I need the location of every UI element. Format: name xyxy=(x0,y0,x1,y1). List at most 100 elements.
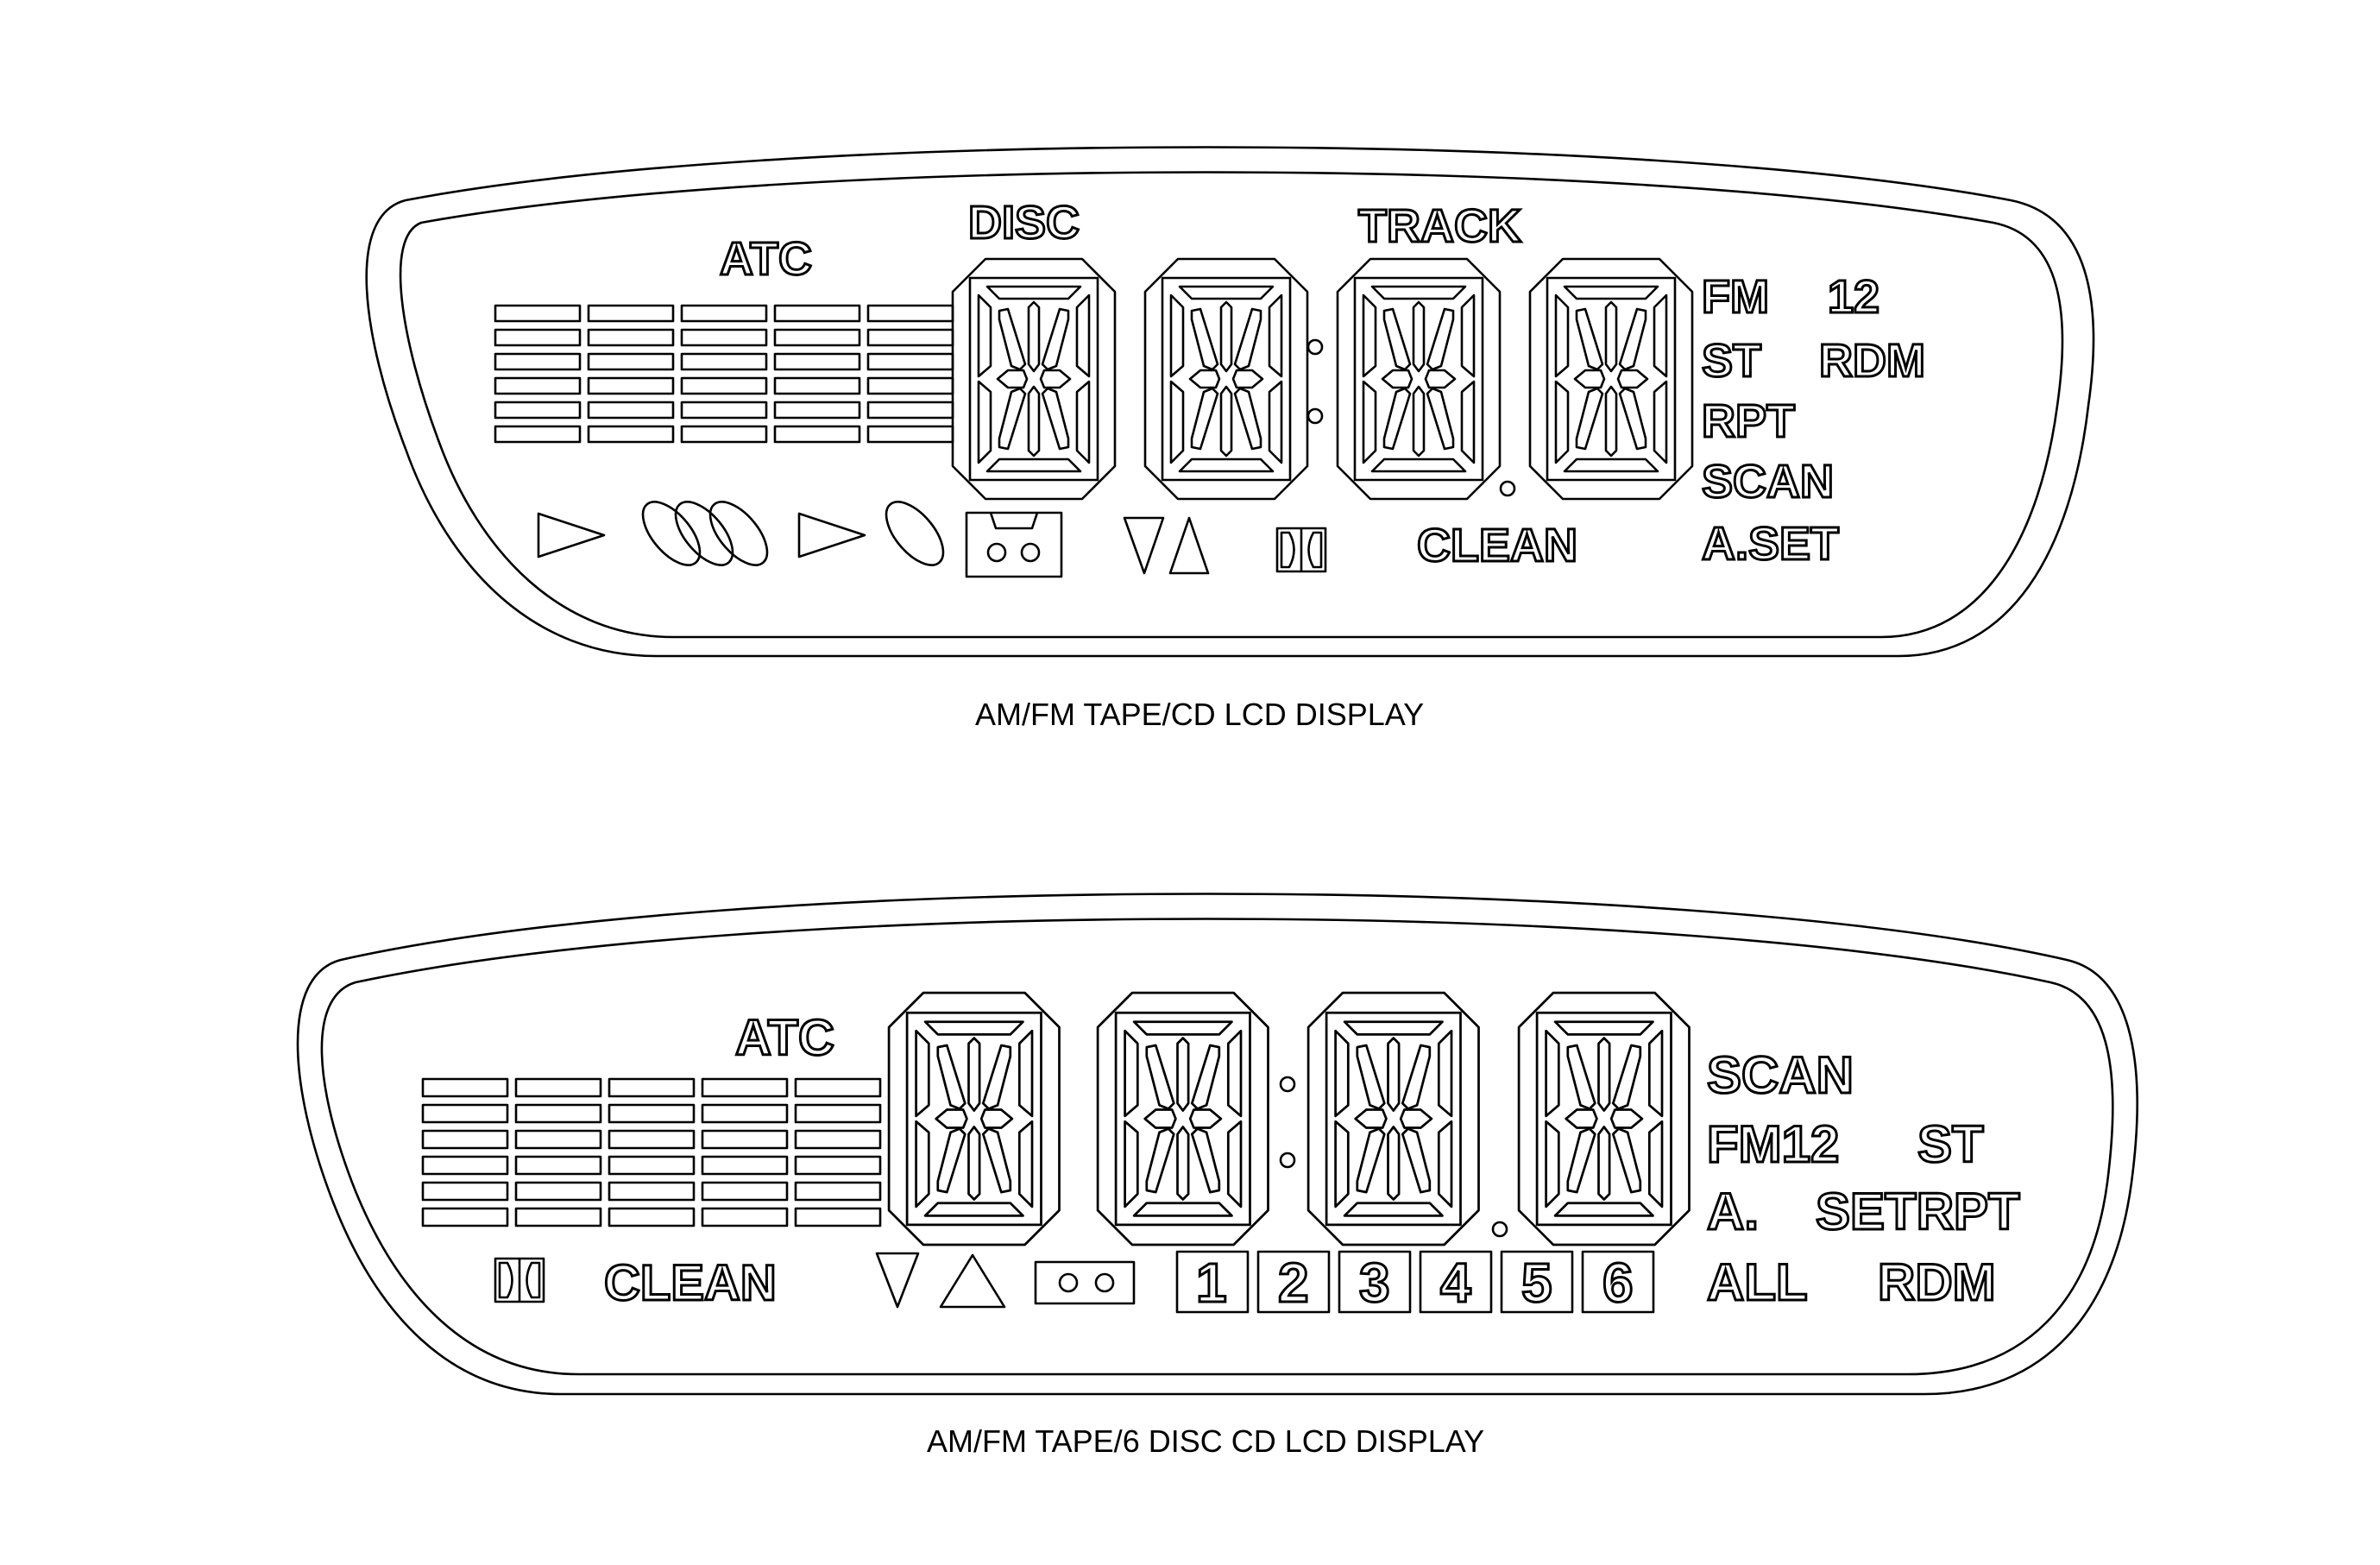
cassette-icon xyxy=(965,511,1063,578)
tape-direction-down-icon xyxy=(1123,516,1165,575)
bottom-fm12-label: FM12 xyxy=(1707,1115,1839,1173)
level-meter-bar xyxy=(587,425,675,444)
bottom-atc-label: ATC xyxy=(735,1010,834,1066)
bottom-all-label: ALL xyxy=(1707,1253,1808,1311)
level-meter-bar xyxy=(421,1207,509,1227)
disc-slot-1-frame xyxy=(1175,1250,1250,1314)
level-meter-bar xyxy=(608,1129,696,1150)
top-digit-3 xyxy=(1336,257,1502,501)
level-meter-bar xyxy=(608,1155,696,1176)
cassette-icon xyxy=(1034,1260,1136,1305)
top-lcd-display: ATC DISC TRACK FM 12 ST RDM RPT SCAN A.S… xyxy=(365,146,2095,732)
disc-slot-3-frame xyxy=(1338,1250,1412,1314)
level-meter-bar xyxy=(514,1207,602,1227)
disc-slot-2-number: 2 xyxy=(1278,1252,1309,1314)
level-meter-bar xyxy=(514,1077,602,1098)
level-meter-bar xyxy=(421,1077,509,1098)
level-meter-bar xyxy=(773,401,861,420)
disc-slot-5-number: 5 xyxy=(1521,1252,1552,1314)
bottom-a-label: A. xyxy=(1707,1183,1759,1240)
level-meter-bar xyxy=(494,352,582,371)
level-meter-bar xyxy=(701,1103,789,1124)
level-meter-bar xyxy=(773,328,861,347)
top-aset-label: A.SET xyxy=(1702,518,1839,570)
top-digit-2 xyxy=(1143,257,1309,501)
level-meter-bar xyxy=(587,352,675,371)
level-meter-bar xyxy=(794,1155,882,1176)
level-meter-bar xyxy=(794,1077,882,1098)
bottom-digit-3 xyxy=(1306,991,1480,1246)
level-meter-bar xyxy=(421,1129,509,1150)
top-digit-1 xyxy=(951,257,1117,501)
level-meter-bar xyxy=(701,1129,789,1150)
level-meter-bar xyxy=(587,304,675,323)
level-meter-bar xyxy=(866,304,954,323)
disc-slot-2-frame xyxy=(1256,1250,1331,1314)
top-fm-label: FM xyxy=(1702,271,1769,323)
bottom-digit-2 xyxy=(1096,991,1269,1246)
level-meter-bar xyxy=(514,1103,602,1124)
top-scan-label: SCAN xyxy=(1702,456,1834,508)
disc-number-indicators: 1 2 3 4 5 6 xyxy=(1175,1250,1655,1316)
level-meter-bar xyxy=(680,401,768,420)
disc-slot-4-frame xyxy=(1419,1250,1493,1314)
top-clean-label: CLEAN xyxy=(1417,520,1577,571)
level-meter-bar xyxy=(680,352,768,371)
bottom-setrpt-label: SETRPT xyxy=(1816,1183,2020,1240)
play-icon xyxy=(537,512,606,558)
level-meter-bar xyxy=(608,1077,696,1098)
level-meter-bar xyxy=(494,328,582,347)
bottom-digit-1 xyxy=(887,991,1061,1246)
level-meter-bar xyxy=(794,1129,882,1150)
top-preset-12-label: 12 xyxy=(1828,271,1879,323)
top-colon-upper xyxy=(1306,338,1324,356)
top-st-label: ST xyxy=(1702,335,1761,387)
top-level-meter xyxy=(494,304,954,444)
bottom-rdm-label: RDM xyxy=(1878,1253,1996,1311)
bottom-display-inner-frame xyxy=(320,918,2114,1376)
top-display-inner-frame xyxy=(399,171,2064,639)
bottom-colon-upper xyxy=(1279,1076,1296,1093)
bottom-clean-label: CLEAN xyxy=(604,1255,777,1311)
bottom-st-label: ST xyxy=(1917,1115,1984,1173)
dolby-b-c-icon xyxy=(641,501,769,566)
level-meter-bar xyxy=(494,425,582,444)
level-meter-bar xyxy=(514,1155,602,1176)
level-meter-bar xyxy=(866,376,954,395)
level-meter-bar xyxy=(773,425,861,444)
top-colon-lower xyxy=(1306,407,1324,425)
level-meter-bar xyxy=(866,401,954,420)
top-caption: AM/FM TAPE/CD LCD DISPLAY xyxy=(975,697,1424,732)
top-decimal-point xyxy=(1499,480,1516,497)
tape-direction-down-icon xyxy=(875,1252,920,1309)
bottom-lcd-display: ATC SCAN FM12 ST A. SETRPT ALL RDM CLEAN xyxy=(296,893,2138,1459)
level-meter-bar xyxy=(421,1181,509,1202)
top-display-outer-frame xyxy=(365,146,2095,658)
level-meter-bar xyxy=(773,304,861,323)
level-meter-bar xyxy=(680,425,768,444)
level-meter-bar xyxy=(494,401,582,420)
bottom-colon-lower xyxy=(1279,1152,1296,1169)
level-meter-bar xyxy=(608,1103,696,1124)
level-meter-bar xyxy=(866,328,954,347)
disc-slot-5-frame xyxy=(1500,1250,1574,1314)
dolby-nr-icon xyxy=(1275,527,1327,573)
bottom-level-meter xyxy=(421,1077,882,1227)
bottom-display-outer-frame xyxy=(296,893,2138,1396)
level-meter-bar xyxy=(514,1181,602,1202)
level-meter-bar xyxy=(866,352,954,371)
level-meter-bar xyxy=(587,401,675,420)
bottom-decimal-point xyxy=(1491,1221,1508,1238)
level-meter-bar xyxy=(866,425,954,444)
level-meter-bar xyxy=(494,376,582,395)
level-meter-bar xyxy=(680,304,768,323)
level-meter-bar xyxy=(608,1181,696,1202)
top-rdm-label: RDM xyxy=(1819,335,1925,387)
disc-slot-4-number: 4 xyxy=(1440,1252,1471,1314)
level-meter-bar xyxy=(608,1207,696,1227)
level-meter-bar xyxy=(494,304,582,323)
tape-direction-up-icon xyxy=(939,1253,1006,1309)
level-meter-bar xyxy=(680,376,768,395)
level-meter-bar xyxy=(773,376,861,395)
